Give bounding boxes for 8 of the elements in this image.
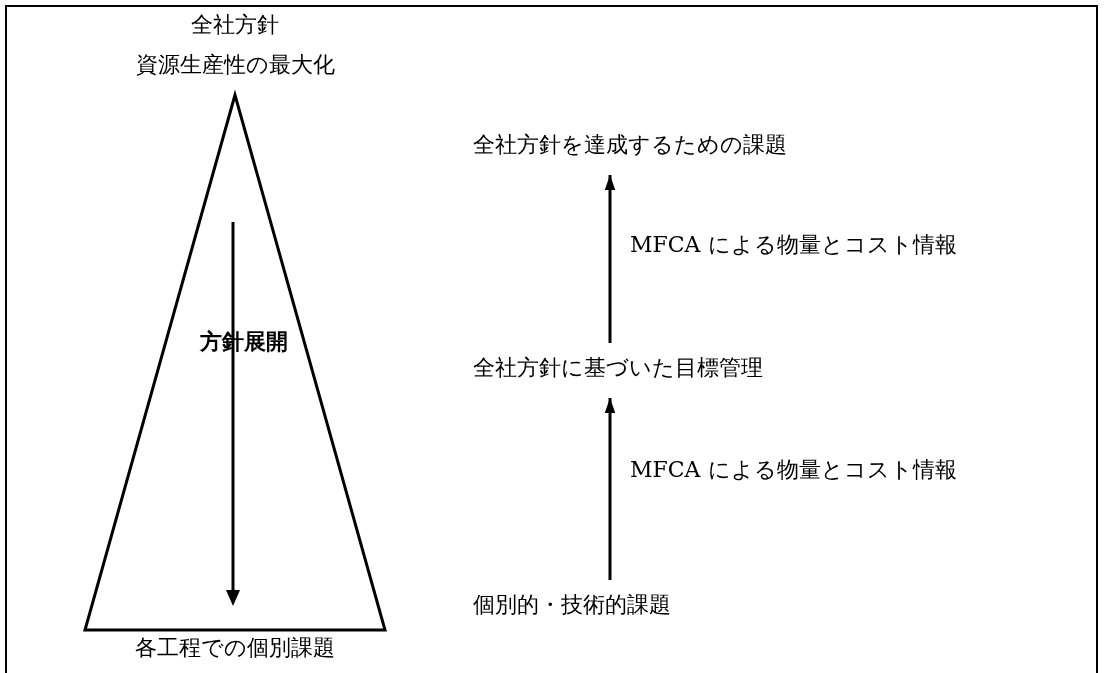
node-caption: 各工程での個別課題 [135, 634, 335, 662]
arrow [604, 398, 616, 580]
node-label: 資源生産性の最大化 [135, 51, 335, 79]
text-label: 全社方針に基づいた目標管理 [473, 354, 763, 382]
text-label: 個別的・技術的課題 [473, 591, 671, 619]
arrow [604, 175, 616, 343]
text-label: 全社方針を達成するための課題 [473, 131, 787, 159]
node-heading: 全社方針 [191, 11, 279, 39]
